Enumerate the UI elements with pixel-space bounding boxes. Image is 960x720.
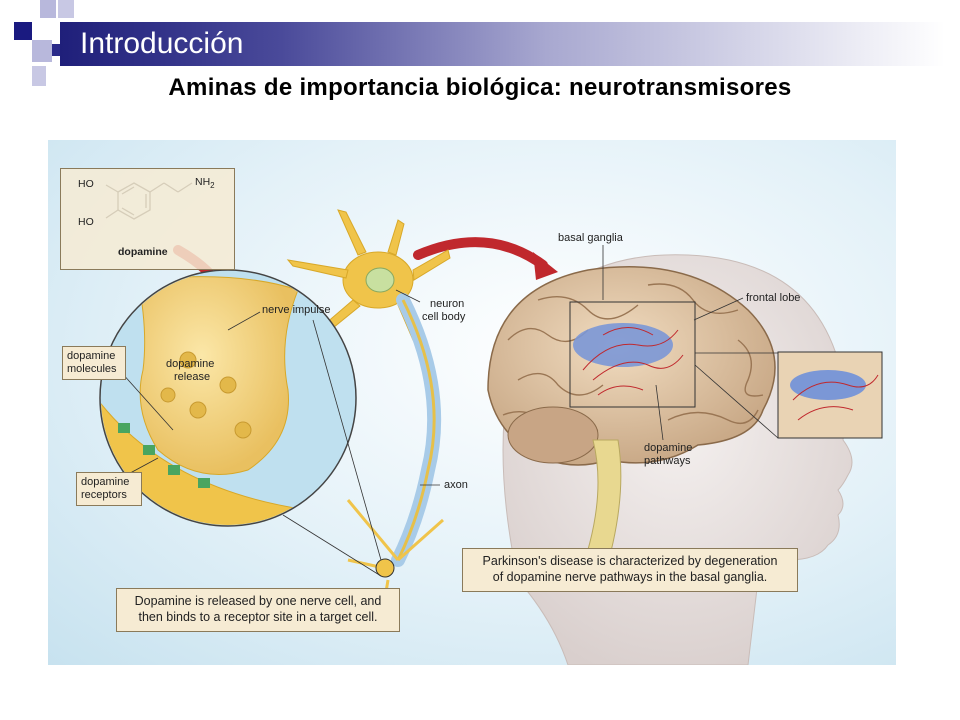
label-neuron-line2: cell body (422, 311, 466, 323)
box-dopamine-receptors: dopamine receptors (76, 472, 142, 506)
label-neuron-line1: neuron (430, 298, 465, 310)
box-molecules-line1: dopamine (67, 350, 116, 362)
amine-group: NH2 (195, 176, 215, 190)
label-basal-ganglia: basal ganglia (558, 232, 623, 244)
caption-parkinsons: Parkinson's disease is characterized by … (462, 548, 798, 592)
deco-square-light (32, 66, 46, 86)
label-neuron-cell-body: neuron cell body (422, 298, 465, 324)
label-pathways-line1: dopamine (644, 442, 693, 454)
structure-name: dopamine (118, 246, 168, 258)
slide-title: Introducción (80, 27, 244, 60)
box-receptors-line1: dopamine (81, 476, 130, 488)
amine-subscript: 2 (210, 181, 215, 191)
caption-parkinson-line1: Parkinson's disease is characterized by … (482, 554, 778, 568)
deco-square-dark (14, 22, 32, 40)
axon (391, 293, 442, 567)
deco-square-light (40, 0, 56, 18)
box-molecules-line2: molecules (67, 363, 117, 375)
caption-dopamine-release: Dopamine is released by one nerve cell, … (116, 588, 400, 632)
caption-parkinson-line2: of dopamine nerve pathways in the basal … (492, 570, 768, 584)
dopamine-structure (105, 182, 193, 220)
title-bar (60, 22, 945, 66)
synapse-marker (375, 558, 395, 578)
arrow-to-brain (413, 237, 548, 270)
box-receptors-line2: receptors (81, 489, 127, 501)
basal-ganglia-frame (569, 301, 696, 408)
caption-release-line2: then binds to a receptor site in a targe… (138, 610, 378, 624)
ho-bottom: HO (78, 216, 94, 228)
label-dopamine-pathways: dopamine pathways (644, 442, 692, 468)
axon-terminal (137, 276, 299, 475)
label-pathways-line2: pathways (644, 455, 691, 467)
box-dopamine-molecules: dopamine molecules (62, 346, 126, 380)
deco-square-light (58, 0, 74, 18)
label-dopamine-release-line1: dopamine (166, 358, 215, 370)
dopamine-figure: HO HO NH2 dopamine nerve impulse dopamin… (48, 140, 896, 665)
ho-top: HO (78, 178, 94, 190)
cerebellum (507, 406, 599, 464)
amine-text: NH (195, 176, 211, 188)
label-dopamine-release-line2: release (174, 371, 211, 383)
label-nerve-impulse: nerve impulse (262, 304, 331, 316)
deco-square-light (32, 40, 52, 62)
label-frontal-lobe: frontal lobe (746, 292, 801, 304)
slide-subtitle: Aminas de importancia biológica: neurotr… (168, 74, 792, 101)
label-dopamine-release: dopamine release (166, 358, 214, 384)
caption-release-line1: Dopamine is released by one nerve cell, … (134, 594, 382, 608)
label-axon: axon (444, 479, 468, 491)
